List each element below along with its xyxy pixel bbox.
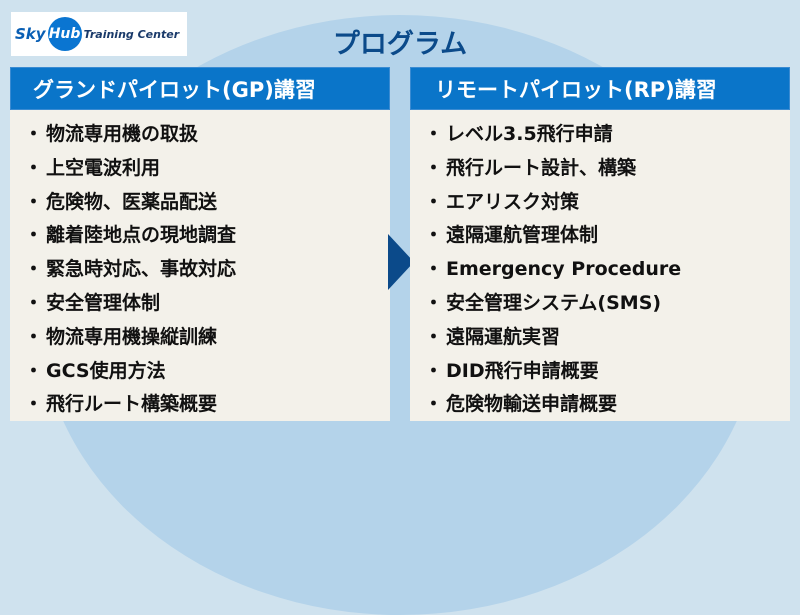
list-item: ・離着陸地点の現地調査 xyxy=(24,219,390,253)
bullet: ・ xyxy=(24,258,44,281)
list-item-label: 安全管理体制 xyxy=(46,291,161,314)
list-item-label: DID飛行申請概要 xyxy=(446,359,599,382)
list-item: ・遠隔運航実習 xyxy=(424,321,790,355)
bullet: ・ xyxy=(24,359,44,382)
list-item: ・安全管理体制 xyxy=(24,287,390,321)
logo-tagline: Training Center xyxy=(83,27,180,41)
list-item-label: 遠隔運航管理体制 xyxy=(446,224,599,247)
list-item-label: 離着陸地点の現地調査 xyxy=(46,224,237,247)
bullet: ・ xyxy=(424,190,444,213)
list-item: ・緊急時対応、事故対応 xyxy=(24,253,390,287)
bullet: ・ xyxy=(424,291,444,314)
logo-hub: Hub xyxy=(47,17,82,51)
bullet: ・ xyxy=(424,325,444,348)
list-item: ・GCS使用方法 xyxy=(24,355,390,389)
list-item-label: エアリスク対策 xyxy=(446,190,580,213)
list-item: ・エアリスク対策 xyxy=(424,186,790,220)
list-item: ・危険物、医薬品配送 xyxy=(24,186,390,220)
bullet: ・ xyxy=(24,224,44,247)
list-item: ・飛行ルート構築概要 xyxy=(24,388,390,422)
bullet: ・ xyxy=(24,123,44,145)
list-item-label: 遠隔運航実習 xyxy=(446,325,561,348)
list-item: ・物流専用機の取扱 xyxy=(24,118,390,152)
bullet: ・ xyxy=(424,156,444,179)
rp-course-list: ・レベル3.5飛行申請・飛行ルート設計、構築・エアリスク対策・遠隔運航管理体制・… xyxy=(410,110,790,422)
list-item: ・遠隔運航管理体制 xyxy=(424,219,790,253)
list-item: ・危険物輸送申請概要 xyxy=(424,388,790,422)
list-item-label: 物流専用機の取扱 xyxy=(46,123,199,145)
list-item: ・上空電波利用 xyxy=(24,152,390,186)
list-item-label: GCS使用方法 xyxy=(46,359,166,382)
rp-course-header: リモートパイロット(RP)講習 xyxy=(410,67,790,110)
list-item-label: 飛行ルート構築概要 xyxy=(46,393,218,416)
list-item-label: 安全管理システム(SMS) xyxy=(446,291,662,314)
list-item: ・Emergency Procedure xyxy=(424,253,790,287)
gp-course-panel: グランドパイロット(GP)講習 ・物流専用機の取扱・上空電波利用・危険物、医薬品… xyxy=(10,67,390,421)
list-item-label: 上空電波利用 xyxy=(46,156,161,179)
bullet: ・ xyxy=(424,393,444,416)
bullet: ・ xyxy=(24,393,44,416)
list-item-label: レベル3.5飛行申請 xyxy=(446,123,613,145)
list-item: ・レベル3.5飛行申請 xyxy=(424,118,790,152)
arrow-right-icon xyxy=(388,234,414,290)
bullet: ・ xyxy=(24,325,44,348)
list-item-label: 緊急時対応、事故対応 xyxy=(46,258,237,281)
bullet: ・ xyxy=(424,123,444,145)
list-item: ・物流専用機操縦訓練 xyxy=(24,321,390,355)
list-item: ・飛行ルート設計、構築 xyxy=(424,152,790,186)
gp-course-list: ・物流専用機の取扱・上空電波利用・危険物、医薬品配送・離着陸地点の現地調査・緊急… xyxy=(10,110,390,422)
list-item-label: 飛行ルート設計、構築 xyxy=(446,156,637,179)
bullet: ・ xyxy=(24,190,44,213)
list-item-label: 物流専用機操縦訓練 xyxy=(46,325,218,348)
bullet: ・ xyxy=(424,258,444,281)
bullet: ・ xyxy=(424,224,444,247)
list-item-label: 危険物、医薬品配送 xyxy=(46,190,218,213)
rp-course-panel: リモートパイロット(RP)講習 ・レベル3.5飛行申請・飛行ルート設計、構築・エ… xyxy=(410,67,790,421)
bullet: ・ xyxy=(24,156,44,179)
bullet: ・ xyxy=(424,359,444,382)
gp-course-header: グランドパイロット(GP)講習 xyxy=(10,67,390,110)
list-item: ・DID飛行申請概要 xyxy=(424,355,790,389)
list-item-label: Emergency Procedure xyxy=(446,258,682,281)
page-title: プログラム xyxy=(332,29,468,60)
bullet: ・ xyxy=(24,291,44,314)
list-item-label: 危険物輸送申請概要 xyxy=(446,393,618,416)
skyhub-logo: Sky Hub Training Center xyxy=(11,12,187,56)
list-item: ・安全管理システム(SMS) xyxy=(424,287,790,321)
logo-sky: Sky xyxy=(15,25,46,43)
